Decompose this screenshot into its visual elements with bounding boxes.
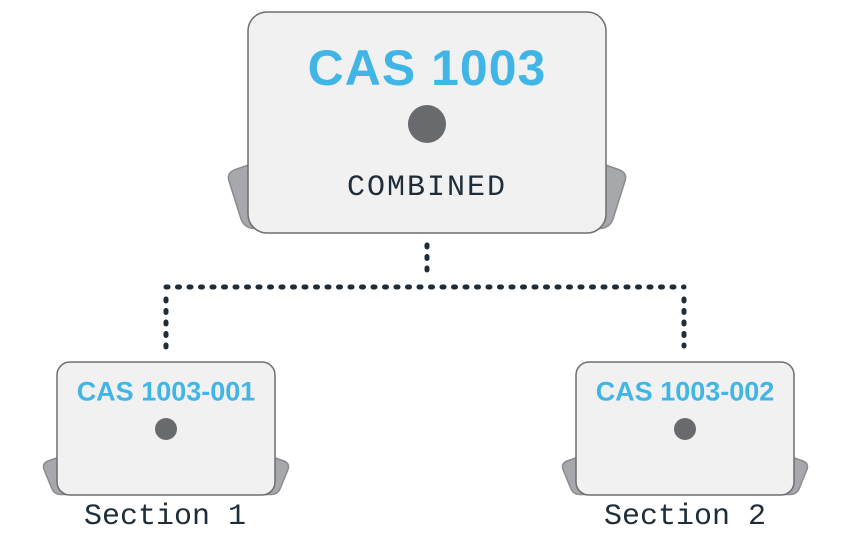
webcam-dot-icon — [155, 418, 177, 440]
combined-course-code: CAS 1003 — [307, 40, 547, 96]
webcam-dot-icon — [674, 418, 696, 440]
combined-course-label: COMBINED — [346, 171, 508, 205]
section1-laptop-icon — [42, 361, 290, 496]
connector-dotted-lines — [163, 242, 687, 354]
section1-label: Section 1 — [83, 500, 247, 534]
section2-label: Section 2 — [603, 500, 767, 534]
section1-course-code: CAS 1003-001 — [76, 376, 256, 407]
section2-course-code: CAS 1003-002 — [595, 376, 775, 407]
webcam-dot-icon — [408, 105, 446, 143]
combined-laptop-icon — [227, 11, 627, 234]
section2-laptop-icon — [561, 361, 809, 496]
